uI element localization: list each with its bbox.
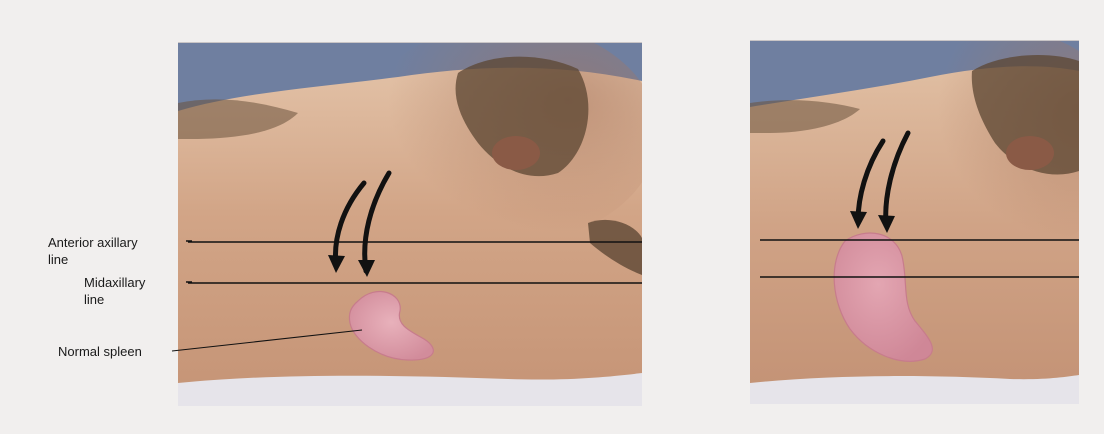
normal-spleen-leader xyxy=(172,330,362,351)
normal-spleen-label: Normal spleen xyxy=(58,343,188,360)
midaxillary-label: Midaxillary line xyxy=(84,274,174,308)
anterior-axillary-label: Anterior axillary line xyxy=(48,234,188,268)
